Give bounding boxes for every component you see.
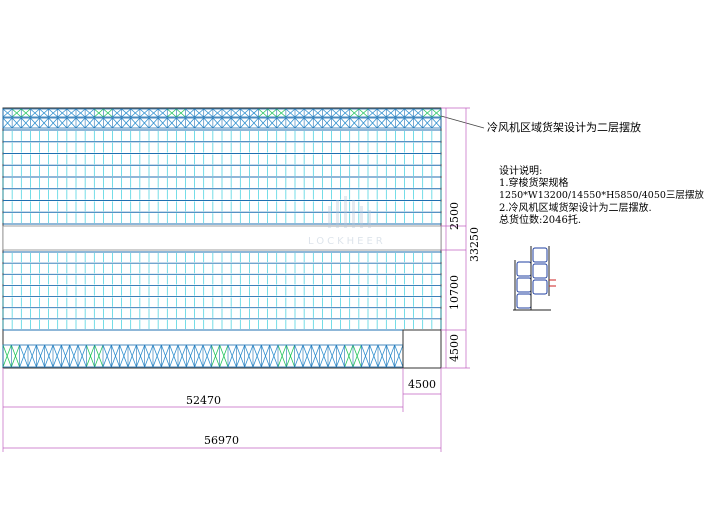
design-notes-line-3: 2.冷风机区域货架设计为二层摆放. bbox=[499, 203, 652, 214]
callout-leader-line bbox=[440, 115, 485, 129]
vertical-dimensions bbox=[441, 107, 470, 369]
design-notes-title: 设计说明: bbox=[499, 166, 543, 177]
dim-label-56970: 56970 bbox=[204, 434, 239, 447]
design-notes-line-1: 1.穿梭货架规格 bbox=[499, 178, 569, 189]
callout-text: 冷风机区域货架设计为二层摆放 bbox=[487, 121, 641, 134]
horizontal-dimensions bbox=[2, 368, 442, 452]
design-notes-line-4: 总货位数:2046托. bbox=[499, 215, 581, 226]
dim-label-4500-horizontal: 4500 bbox=[408, 378, 436, 391]
dim-label-2500: 2500 bbox=[448, 202, 461, 230]
corner-equipment-area bbox=[402, 329, 442, 369]
watermark-text: LOCKHEER bbox=[308, 236, 386, 247]
dim-label-52470: 52470 bbox=[186, 394, 221, 407]
dim-label-10700: 10700 bbox=[448, 275, 461, 310]
central-aisle bbox=[2, 225, 442, 251]
lower-rack-block bbox=[2, 251, 442, 368]
design-notes-line-2: 1250*W13200/14550*H5850/4050三层摆放 bbox=[499, 190, 704, 201]
rack-elevation-diagram bbox=[513, 246, 556, 311]
upper-rack-block bbox=[2, 108, 442, 225]
dim-label-4500-vertical: 4500 bbox=[448, 334, 461, 362]
dim-label-33250: 33250 bbox=[468, 227, 481, 262]
watermark-logo: LOCKHEER bbox=[308, 196, 386, 247]
